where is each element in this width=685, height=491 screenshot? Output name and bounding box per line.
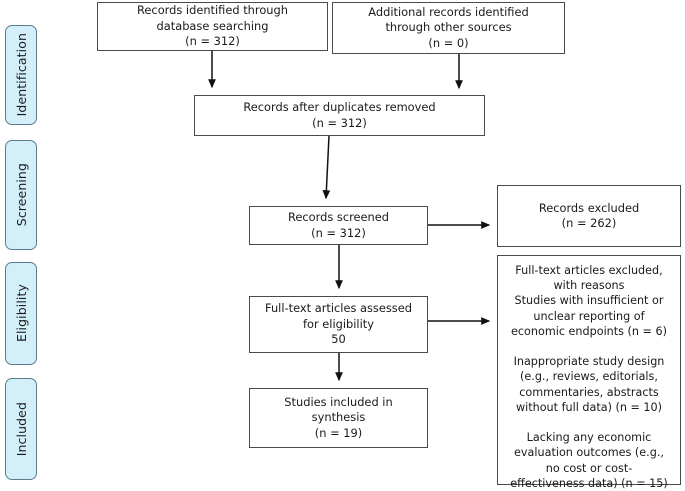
box-records-screened-text: Records screened (n = 312): [287, 210, 389, 240]
box-records-identified-database: Records identified through database sear…: [97, 2, 328, 51]
box-records-excluded-text: Records excluded (n = 262): [538, 200, 640, 230]
stage-label-eligibility: Eligibility: [13, 284, 29, 343]
stage-label-screening: Screening: [13, 163, 29, 227]
stage-pill-eligibility: Eligibility: [5, 262, 37, 365]
box-records-identified-database-text: Records identified through database sear…: [137, 3, 288, 49]
stage-pill-screening: Screening: [5, 140, 37, 250]
box-records-after-duplicates-removed: Records after duplicates removed (n = 31…: [194, 95, 485, 136]
box-additional-records-other-sources: Additional records identified through ot…: [332, 2, 565, 54]
box-records-screened: Records screened (n = 312): [249, 206, 428, 245]
box-studies-included-synthesis-text: Studies included in synthesis (n = 19): [284, 394, 393, 440]
stage-pill-identification: Identification: [5, 25, 37, 125]
box-fulltext-articles-assessed-text: Full-text articles assessed for eligibil…: [265, 301, 412, 347]
box-fulltext-articles-assessed: Full-text articles assessed for eligibil…: [249, 296, 428, 353]
box-studies-included-synthesis: Studies included in synthesis (n = 19): [249, 388, 428, 448]
box-fulltext-articles-excluded-reasons-text: Full-text articles excluded, with reason…: [510, 264, 668, 490]
box-records-after-duplicates-removed-text: Records after duplicates removed (n = 31…: [243, 100, 436, 130]
box-fulltext-articles-excluded-reasons: Full-text articles excluded, with reason…: [497, 255, 681, 490]
box-records-excluded: Records excluded (n = 262): [497, 185, 681, 247]
stage-label-identification: Identification: [13, 33, 29, 117]
box-additional-records-other-sources-text: Additional records identified through ot…: [368, 4, 529, 50]
stage-pill-included: Included: [5, 378, 37, 480]
stage-label-included: Included: [13, 401, 29, 457]
